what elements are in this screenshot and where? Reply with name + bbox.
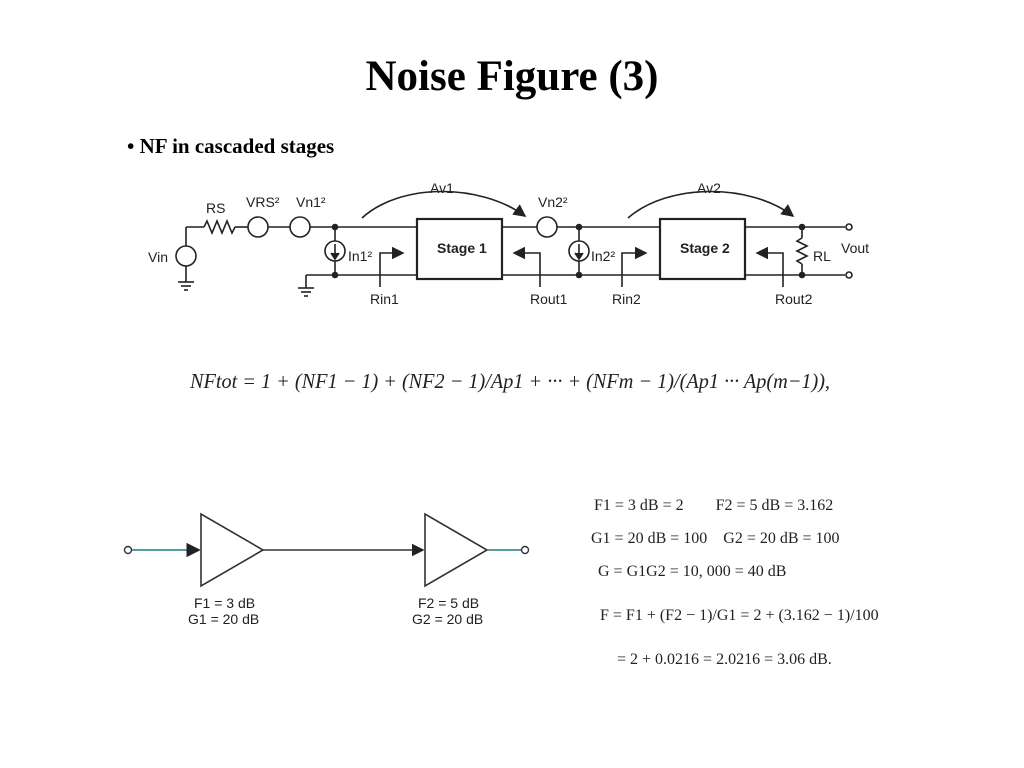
in2-label: In2²	[591, 248, 615, 264]
example-line-4: F = F1 + (F2 − 1)/G1 = 2 + (3.162 − 1)/1…	[600, 607, 879, 624]
amp1-f-label: F1 = 3 dB	[194, 595, 255, 611]
in1-noise-source	[324, 223, 346, 279]
stage1-label: Stage 1	[437, 240, 487, 256]
stage2-label: Stage 2	[680, 240, 730, 256]
example-line-1: F1 = 3 dB = 2 F2 = 5 dB = 3.162	[594, 497, 833, 514]
vn1-label: Vn1²	[296, 194, 326, 210]
amplifier-chain	[123, 512, 530, 588]
amp2-triangle	[424, 512, 489, 588]
rout2-label: Rout2	[775, 291, 813, 307]
rout2-arrow	[755, 246, 784, 287]
av2-arc	[627, 190, 795, 219]
amp2-f-label: F2 = 5 dB	[418, 595, 479, 611]
amplifier-labels: F1 = 3 dB G1 = 20 dB F2 = 5 dB G2 = 20 d…	[188, 595, 483, 627]
vn2-noise-source	[536, 216, 558, 238]
cascaded-circuit-diagram	[175, 190, 853, 297]
rout1-label: Rout1	[530, 291, 568, 307]
slide-title: Noise Figure (3)	[365, 53, 659, 100]
bullet-nf-cascaded: • NF in cascaded stages	[127, 134, 335, 158]
stage1-box	[415, 217, 504, 281]
rin1-label: Rin1	[370, 291, 399, 307]
av1-label: Av1	[430, 180, 454, 196]
rs-resistor	[203, 218, 236, 236]
amp2-g-label: G2 = 20 dB	[412, 611, 483, 627]
rin2-label: Rin2	[612, 291, 641, 307]
example-line-2: G1 = 20 dB = 100 G2 = 20 dB = 100	[591, 530, 840, 547]
rl-label: RL	[813, 248, 831, 264]
amp1-g-label: G1 = 20 dB	[188, 611, 259, 627]
vn1-noise-source	[289, 216, 311, 238]
vout-label: Vout	[841, 240, 869, 256]
vin-label: Vin	[148, 249, 168, 265]
rs-label: RS	[206, 200, 225, 216]
example-line-5: = 2 + 0.0216 = 2.0216 = 3.06 dB.	[617, 651, 832, 668]
stage2-box	[658, 217, 747, 281]
rout1-arrow	[512, 246, 541, 287]
nf-total-formula: NFtot = 1 + (NF1 − 1) + (NF2 − 1)/Ap1 + …	[189, 369, 830, 393]
example-line-3: G = G1G2 = 10, 000 = 40 dB	[598, 563, 786, 580]
circuit-labels: RS VRS² Vn1² Vn2² In1² In2² Av1 Av2 Stag…	[148, 180, 869, 307]
rin1-arrow	[379, 246, 405, 287]
vrs-label: VRS²	[246, 194, 280, 210]
worked-example: F1 = 3 dB = 2 F2 = 5 dB = 3.162 G1 = 20 …	[591, 497, 879, 668]
av1-arc	[361, 190, 527, 219]
vn2-label: Vn2²	[538, 194, 568, 210]
av2-label: Av2	[697, 180, 721, 196]
rl-resistor	[795, 223, 809, 279]
amp1-triangle	[200, 512, 265, 588]
vin-source	[175, 227, 197, 291]
vrs-noise-source	[247, 216, 269, 238]
in1-label: In1²	[348, 248, 372, 264]
rin2-arrow	[621, 246, 648, 287]
in2-noise-source	[568, 223, 590, 279]
